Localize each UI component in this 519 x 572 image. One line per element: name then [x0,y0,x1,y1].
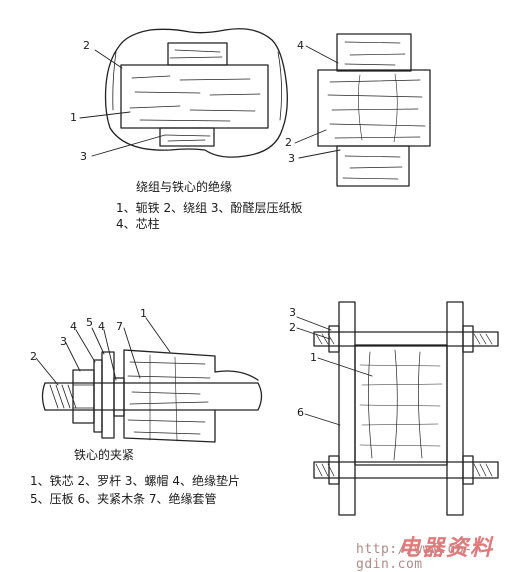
fig3-callout-3: 3 [289,306,296,319]
fig2-callout-4: 4 [70,320,77,333]
fig2-washer [93,359,103,433]
fig1-column-lower [336,145,410,187]
fig1-column-middle [317,69,431,147]
fig2-callout-3: 3 [60,335,67,348]
fig2-callout-4b: 4 [98,320,105,333]
fig2-callout-2: 2 [30,350,37,363]
fig1-top-board [167,42,228,66]
fig2-nut [72,369,95,424]
fig1-callout-2: 2 [83,39,90,52]
fig3-left-strip [338,301,356,516]
fig2-legend-line1: 1、铁芯 2、罗杆 3、螺帽 4、绝缘垫片 [30,474,240,488]
fig2-rod [44,382,263,411]
fig1-winding-outline [104,28,288,158]
fig1-callout-3: 3 [80,150,87,163]
fig3-callout-1: 1 [310,351,317,364]
fig1-callout-3b: 3 [288,152,295,165]
fig2-callout-1: 1 [140,307,147,320]
fig2-caption: 铁心的夹紧 [74,448,135,462]
fig1-legend-line1: 1、轭铁 2、绕组 3、酚醛层压纸板 [116,201,303,215]
fig2-callout-7: 7 [116,320,123,333]
fig1-core-column [294,33,431,187]
fig1-legend-line2: 4、芯柱 [116,217,160,231]
fig1-caption: 绕组与铁心的绝缘 [136,180,233,194]
fig1-callout-4: 4 [297,39,304,52]
fig1-callout-2b: 2 [285,136,292,149]
fig3-core [354,344,448,466]
fig1-winding-insulation [79,28,288,158]
fig1-bottom-board [159,127,215,147]
fig1-callout-1: 1 [70,111,77,124]
watermark-brand: 电器资料 [398,536,495,561]
fig3-callout-2: 2 [289,321,296,334]
fig3-right-strip [446,301,464,516]
fig3-clamp-frame [296,301,499,516]
fig3-bottom-rod [313,461,499,479]
fig2-core [123,349,259,443]
fig1-column-upper [336,33,412,72]
fig2-core-clamping [35,317,263,443]
fig2-legend-line2: 5、压板 6、夹紧木条 7、绝缘套管 [30,492,217,506]
fig2-callout-5: 5 [86,316,93,329]
fig3-top-rod [313,331,499,347]
fig1-yoke-rect [120,64,269,129]
fig3-callout-6: 6 [297,406,304,419]
